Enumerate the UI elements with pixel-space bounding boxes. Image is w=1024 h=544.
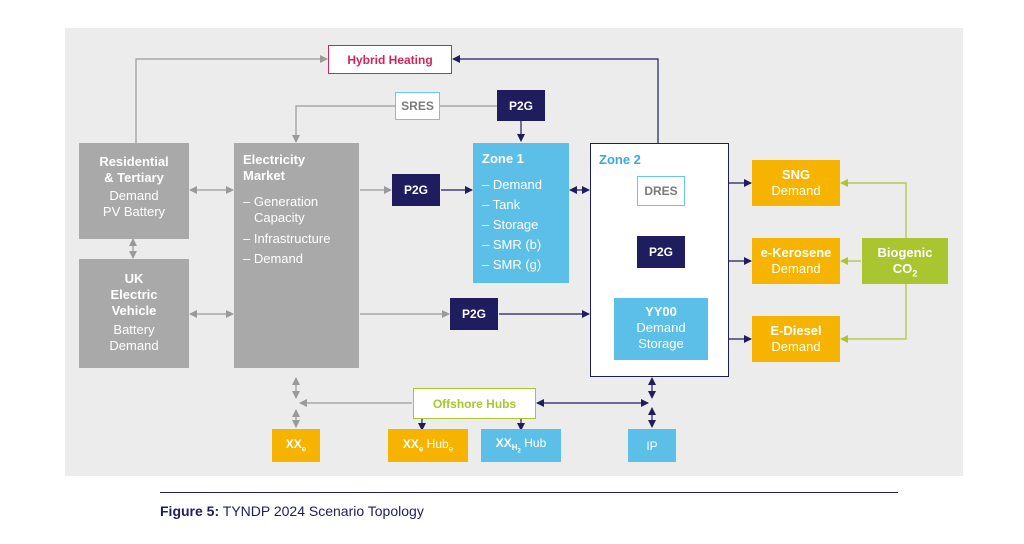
sng-title: SNG (781, 167, 811, 182)
figure-caption: Figure 5: TYNDP 2024 Scenario Topology (160, 503, 424, 519)
sng-sub: Demand (771, 183, 821, 198)
hybrid-heating-label: Hybrid Heating (347, 52, 433, 67)
xxe-node: XXe (272, 429, 320, 462)
p2g-node-zone2: P2G (637, 236, 685, 268)
hybrid-heating-node: Hybrid Heating (328, 45, 452, 74)
p2g-label: P2G (403, 183, 428, 197)
zone1-title: Zone 1 (482, 151, 524, 166)
zone1-node: Zone 1 – Demand – Tank – Storage – SMR (… (473, 143, 569, 283)
caption-label: Figure 5: (160, 503, 220, 519)
uk-ev-sub-2: Demand (109, 338, 159, 353)
p2g-label: P2G (461, 307, 486, 321)
electricity-market-item: – Generation (243, 194, 319, 209)
electricity-market-item: – Demand (243, 251, 303, 266)
ediesel-node: E-Diesel Demand (752, 316, 840, 362)
xxh2-hub-node: XXH2 Hub (481, 429, 561, 462)
zone1-item: – Demand (482, 177, 542, 192)
electricity-market-item: – Infrastructure (243, 231, 331, 246)
p2g-node-electricity-zone2: P2G (450, 298, 498, 330)
uk-ev-title-1: UK (124, 271, 144, 286)
xxh2-hub-label: XXH2 Hub (495, 436, 547, 455)
yy00-title: YY00 (645, 304, 677, 319)
caption-rule (160, 492, 898, 493)
p2g-node-electricity-zone1: P2G (392, 174, 440, 206)
yy00-line2: Demand (636, 320, 686, 335)
uk-ev-title-3: Vehicle (111, 303, 157, 318)
ediesel-sub: Demand (771, 339, 821, 354)
residential-sub-1: Demand (109, 188, 159, 203)
xxe-label: XXe (285, 437, 307, 454)
xxe-hub-node: XXe Hube (388, 429, 468, 462)
biogenic-formula: CO2 (892, 261, 918, 279)
electricity-market-node: Electricity Market – Generation Capacity… (234, 143, 359, 368)
ip-node: IP (628, 429, 676, 462)
biogenic-title: Biogenic (877, 245, 933, 260)
ekerosene-node: e-Kerosene Demand (752, 238, 840, 284)
dres-label: DRES (644, 184, 678, 198)
residential-title-1: Residential (99, 154, 169, 169)
p2g-label: P2G (648, 245, 673, 259)
biogenic-co2-node: Biogenic CO2 (862, 238, 948, 284)
ediesel-title: E-Diesel (770, 323, 822, 338)
uk-electric-vehicle-node: UK Electric Vehicle Battery Demand (79, 259, 189, 368)
zone1-item: – SMR (b) (482, 237, 542, 252)
p2g-node-top: P2G (497, 90, 545, 121)
electricity-market-title-2: Market (243, 168, 285, 183)
zone2-title: Zone 2 (599, 152, 641, 167)
electricity-market-item: Capacity (254, 210, 305, 225)
residential-title-2: & Tertiary (104, 170, 164, 185)
ekerosene-sub: Demand (771, 261, 821, 276)
sres-label: SRES (401, 99, 434, 113)
zone1-item: – Tank (482, 197, 521, 212)
offshore-hubs-label: Offshore Hubs (432, 396, 517, 411)
uk-ev-sub-1: Battery (113, 322, 155, 337)
ip-label: IP (646, 438, 658, 453)
xxe-hub-label: XXe Hube (402, 437, 454, 454)
offshore-hubs-node: Offshore Hubs (413, 388, 536, 419)
uk-ev-title-2: Electric (110, 287, 158, 302)
electricity-market-title-1: Electricity (243, 152, 306, 167)
ekerosene-title: e-Kerosene (760, 245, 832, 260)
zone1-item: – SMR (g) (482, 257, 542, 272)
sres-node: SRES (395, 92, 440, 120)
dres-node: DRES (637, 176, 685, 206)
caption-text: TYNDP 2024 Scenario Topology (219, 503, 424, 519)
yy00-node: YY00 Demand Storage (614, 298, 708, 360)
zone1-item: – Storage (482, 217, 539, 232)
residential-tertiary-node: Residential & Tertiary Demand PV Battery (79, 143, 189, 239)
residential-sub-2: PV Battery (102, 204, 166, 219)
sng-node: SNG Demand (752, 160, 840, 206)
p2g-label: P2G (508, 98, 533, 113)
yy00-line3: Storage (638, 336, 684, 351)
